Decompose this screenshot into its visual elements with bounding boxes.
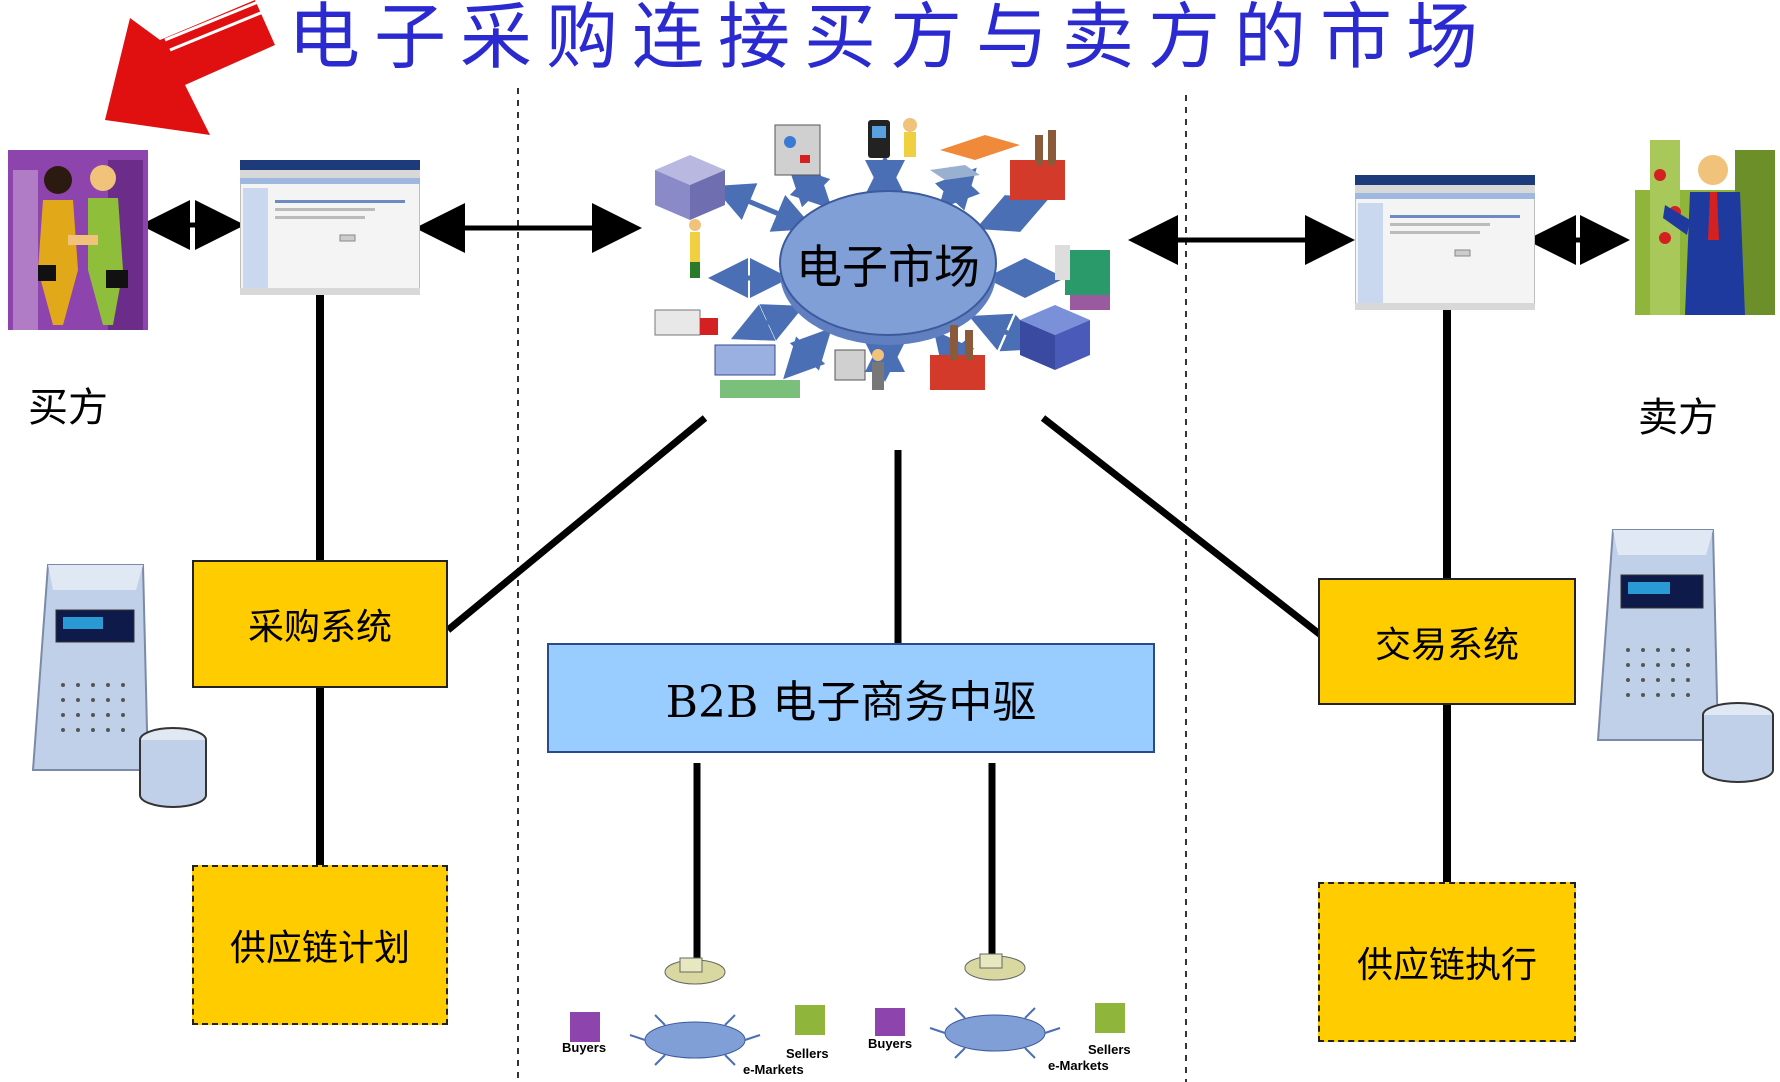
b2b-hub-box: B2B 电子商务中驱 bbox=[547, 643, 1155, 753]
spoke-arrow bbox=[783, 327, 832, 380]
sub-network-diagram-1 bbox=[570, 957, 825, 1066]
green-building-icon bbox=[1055, 245, 1110, 310]
red-pointer-arrow-icon bbox=[105, 0, 275, 135]
seller-web-screen-icon bbox=[1355, 175, 1535, 310]
line-procurement-to-emarket bbox=[445, 415, 708, 633]
supply-chain-exec-box: 供应链执行 bbox=[1318, 882, 1576, 1042]
sub-network-diagram-2 bbox=[875, 953, 1125, 1059]
sellers-icon bbox=[795, 1005, 825, 1035]
presenter-icon bbox=[834, 349, 884, 390]
plant-icon bbox=[930, 325, 985, 390]
node-icons bbox=[654, 118, 1110, 398]
spoke-arrow bbox=[787, 164, 833, 210]
buyers-label-1: Buyers bbox=[562, 1040, 607, 1055]
buyer-web-screen-icon bbox=[240, 160, 420, 295]
buyer-server-icon bbox=[31, 564, 207, 808]
seller-label: 卖方 bbox=[1638, 395, 1718, 441]
blue-warehouse-icon bbox=[1020, 305, 1090, 370]
seller-server-icon bbox=[1596, 529, 1774, 783]
supply-chain-plan-box: 供应链计划 bbox=[192, 865, 448, 1025]
person-icon bbox=[689, 219, 701, 278]
procurement-system-box: 采购系统 bbox=[192, 560, 448, 688]
sellers-icon bbox=[1095, 1003, 1125, 1033]
buyers-label-2: Buyers bbox=[868, 1036, 913, 1051]
page-title: 电子采购连接买方与卖方的市场 bbox=[287, 0, 1492, 79]
sellers-label-1: Sellers bbox=[786, 1046, 829, 1061]
emarkets-label-2: e-Markets bbox=[1048, 1058, 1109, 1073]
display-board-icon bbox=[774, 124, 821, 176]
airplane-factory-icon bbox=[930, 135, 1020, 180]
warehouse-icon bbox=[655, 155, 725, 220]
emarket-label: 电子市场 bbox=[796, 240, 980, 294]
seller-businessman-icon bbox=[1635, 140, 1775, 315]
spoke-arrow bbox=[934, 166, 981, 211]
buyer-label: 买方 bbox=[28, 385, 108, 431]
sellers-label-2: Sellers bbox=[1088, 1042, 1131, 1057]
spoke-arrow bbox=[712, 183, 815, 232]
distribution-center-icon bbox=[714, 344, 800, 398]
emarkets-label-1: e-Markets bbox=[743, 1062, 804, 1077]
trading-system-box: 交易系统 bbox=[1318, 578, 1576, 705]
spoke-arrow bbox=[730, 304, 805, 341]
handheld-device-icon bbox=[868, 118, 917, 158]
factory-icon bbox=[1010, 130, 1065, 200]
spoke-arrow bbox=[975, 194, 1050, 233]
emarket-cluster: 电子市场 bbox=[654, 118, 1110, 398]
line-emarket-to-trading bbox=[1040, 415, 1325, 639]
buyers-icon bbox=[875, 1008, 905, 1036]
truck-icon bbox=[654, 309, 718, 336]
buyers-icon bbox=[570, 1012, 600, 1042]
buyer-people-icon bbox=[8, 150, 148, 330]
